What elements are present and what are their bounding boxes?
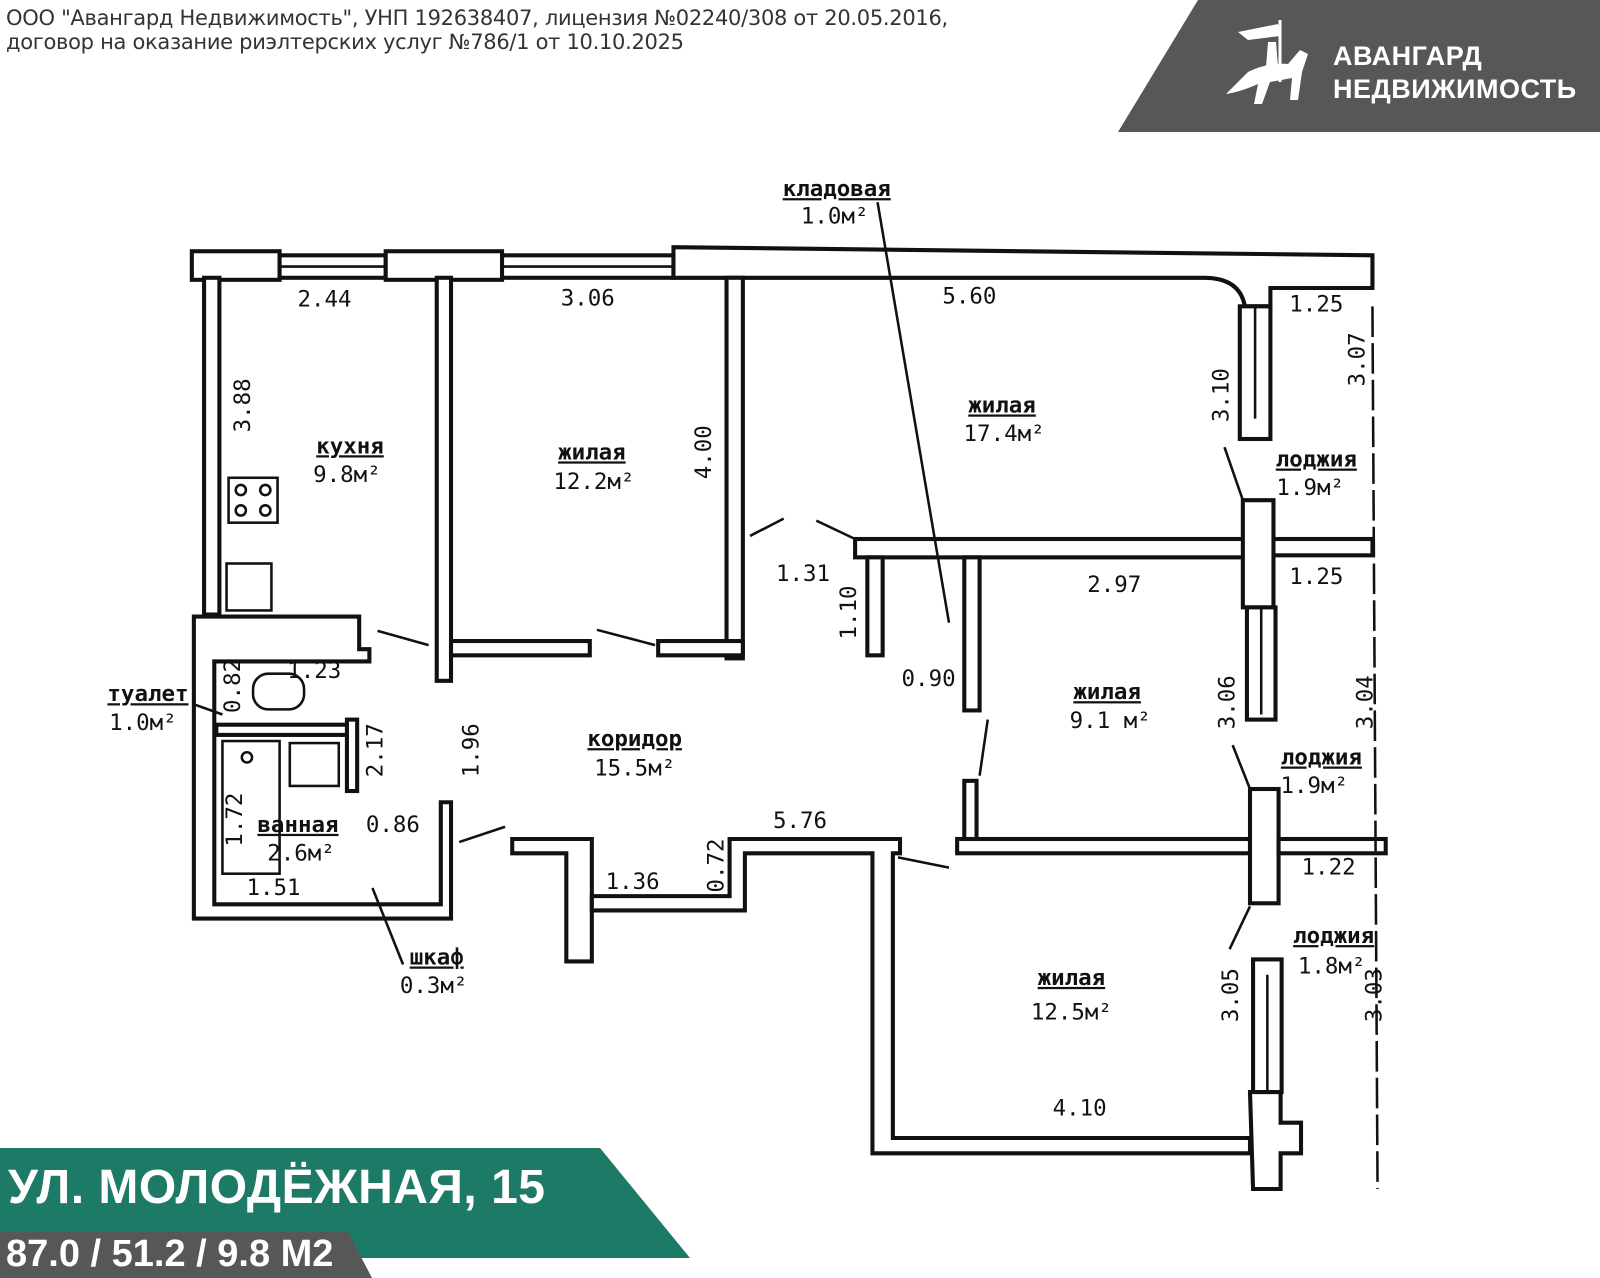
room-name: кладовая [783, 176, 891, 202]
room-area: 1.0м² [801, 204, 869, 230]
room-living-2: жилая 17.4м² [964, 392, 1045, 447]
address-text: УЛ. МОЛОДЁЖНАЯ, 15 [8, 1161, 546, 1214]
dimension-label: 3.04 [1352, 675, 1378, 729]
room-toilet: туалет 1.0м² [107, 681, 188, 736]
logo-line-2: НЕДВИЖИМОСТЬ [1333, 74, 1577, 104]
dimension-label: 2.97 [1087, 572, 1141, 598]
room-name: жилая [1038, 965, 1106, 991]
logo-line-1: АВАНГАРД [1333, 41, 1483, 71]
room-area: 1.9м² [1281, 773, 1349, 799]
dimension-label: 1.51 [246, 875, 300, 901]
room-area: 0.3м² [400, 973, 468, 999]
walls [189, 245, 1388, 1192]
dimension-label: 3.10 [1209, 368, 1235, 422]
room-name: шкаф [410, 945, 464, 971]
room-name: жилая [968, 392, 1036, 418]
area-text: 87.0 / 51.2 / 9.8 М2 [6, 1233, 334, 1275]
dimension-label: 1.25 [1289, 291, 1343, 317]
dimension-label: 0.86 [366, 812, 420, 838]
room-area: 17.4м² [964, 421, 1045, 447]
room-name: кухня [316, 433, 384, 459]
dimension-label: 1.36 [606, 869, 660, 895]
room-name: коридор [587, 726, 682, 752]
dimension-label: 1.22 [1302, 855, 1356, 881]
room-name: жилая [558, 439, 626, 465]
dimension-label: 3.03 [1362, 968, 1388, 1022]
room-area: 1.9м² [1276, 475, 1344, 501]
room-name: ванная [257, 812, 338, 838]
room-living-4: жилая 12.5м² [1031, 965, 1112, 1026]
room-kitchen: кухня 9.8м² [313, 433, 384, 488]
dimension-label: 1.96 [459, 723, 485, 777]
room-loggia-3: лоджия 1.8м² [1293, 923, 1374, 980]
dimension-label: 3.05 [1218, 968, 1244, 1022]
knight-on-horse-icon [1226, 20, 1308, 104]
dimension-label: 1.72 [222, 793, 248, 847]
room-living-3: жилая 9.1 м² [1070, 679, 1151, 734]
room-name: туалет [107, 681, 188, 707]
dimension-label: 5.76 [773, 808, 827, 834]
logo-text: АВАНГАРД НЕДВИЖИМОСТЬ [1333, 40, 1577, 106]
dimension-label: 4.10 [1053, 1096, 1107, 1122]
washbasin-icon [288, 741, 341, 788]
legal-info: ООО "Авангард Недвижимость", УНП 1926384… [6, 6, 948, 54]
dimension-label: 0.82 [220, 659, 246, 713]
dimension-label: 2.17 [363, 723, 389, 777]
room-area: 12.2м² [553, 469, 634, 495]
room-area: 9.8м² [313, 462, 381, 488]
dimension-label: 2.44 [297, 286, 351, 312]
dimension-label: 1.25 [1289, 564, 1343, 590]
toilet-icon [251, 672, 306, 711]
dimensions: 2.44 3.06 5.60 1.25 3.07 3.88 4.00 3.10 … [220, 283, 1388, 1121]
stove-icon [227, 476, 279, 524]
room-area: 2.6м² [267, 840, 335, 866]
bathtub-icon [221, 739, 281, 875]
dimension-label: 1.23 [287, 658, 341, 684]
dimension-label: 5.60 [942, 283, 996, 309]
fixtures [193, 202, 1252, 965]
area-banner [0, 1232, 372, 1278]
dimension-label: 1.10 [836, 585, 862, 639]
room-living-1: жилая 12.2м² [553, 439, 634, 495]
dimension-label: 3.06 [561, 285, 615, 311]
room-area: 12.5м² [1031, 1000, 1112, 1026]
dimension-label: 3.88 [230, 378, 256, 432]
room-name: лоджия [1276, 447, 1357, 473]
dimension-label: 0.90 [902, 666, 956, 692]
room-name: жилая [1073, 679, 1141, 705]
room-area: 1.8м² [1298, 954, 1366, 980]
company-logo: АВАНГАРД НЕДВИЖИМОСТЬ [1118, 0, 1600, 132]
room-area: 15.5м² [594, 756, 675, 782]
dimension-label: 3.07 [1344, 332, 1370, 386]
room-name: лоджия [1293, 923, 1374, 949]
room-corridor: коридор 15.5м² [587, 726, 682, 782]
legal-line-2: договор на оказание риэлтерских услуг №7… [6, 30, 684, 54]
dimension-label: 4.00 [691, 425, 717, 479]
room-area: 9.1 м² [1070, 708, 1151, 734]
sink-icon [225, 562, 273, 612]
room-name: лоджия [1281, 745, 1362, 771]
legal-line-1: ООО "Авангард Недвижимость", УНП 1926384… [6, 6, 948, 30]
dimension-label: 1.31 [776, 561, 830, 587]
dimension-label: 0.72 [703, 839, 729, 893]
dimension-label: 3.06 [1215, 675, 1241, 729]
room-area: 1.0м² [109, 710, 177, 736]
